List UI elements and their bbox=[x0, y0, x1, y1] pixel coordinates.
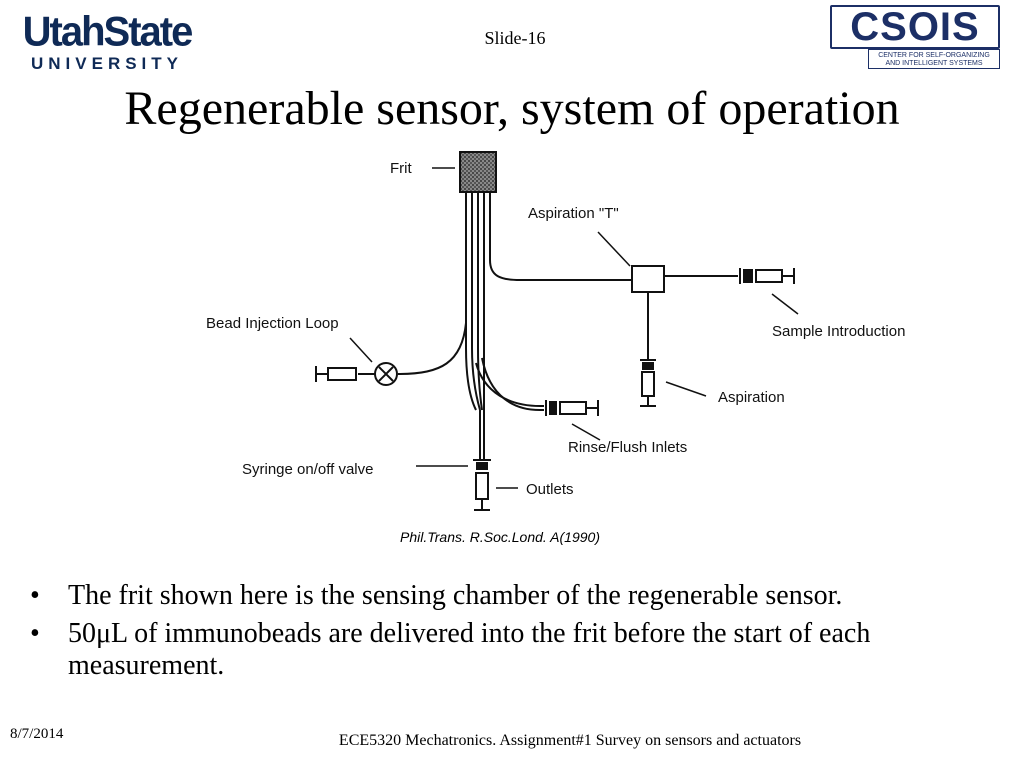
tube-to-aspiration-t bbox=[489, 192, 632, 281]
label-sample-introduction: Sample Introduction bbox=[772, 323, 905, 340]
csois-subtitle-line1: CENTER FOR SELF-ORGANIZING bbox=[878, 52, 990, 59]
label-syringe-valve: Syringe on/off valve bbox=[242, 461, 373, 478]
sample-introduction-syringe bbox=[739, 268, 795, 284]
regenerable-sensor-diagram: Frit Aspiration "T" Bead Injection Loop … bbox=[206, 151, 905, 511]
aspiration-syringe bbox=[640, 359, 656, 407]
footer-date: 8/7/2014 bbox=[10, 726, 64, 742]
bullet-text: 50μL of immunobeads are delivered into t… bbox=[68, 618, 871, 681]
diagram-citation: Phil.Trans. R.Soc.Lond. A(1990) bbox=[400, 529, 600, 545]
bullet-item: • 50μL of immunobeads are delivered into… bbox=[30, 618, 1000, 682]
csois-wordmark: CSOIS bbox=[830, 5, 1000, 49]
outlet-syringe bbox=[473, 459, 491, 511]
label-aspiration-t: Aspiration "T" bbox=[528, 205, 619, 222]
frit-block bbox=[459, 151, 497, 193]
bullet-item: • The frit shown here is the sensing cha… bbox=[30, 580, 1000, 612]
slide-title: Regenerable sensor, system of operation bbox=[124, 82, 900, 135]
bead-loop-tube bbox=[398, 322, 467, 375]
label-outlets: Outlets bbox=[526, 481, 574, 498]
rinse-flush-syringe bbox=[545, 400, 599, 416]
tube-bundle bbox=[465, 192, 477, 411]
rinse-tubes bbox=[475, 362, 544, 407]
bullet-list: • The frit shown here is the sensing cha… bbox=[30, 580, 1000, 688]
bullet-marker: • bbox=[30, 618, 40, 649]
footer-course: ECE5320 Mechatronics. Assignment#1 Surve… bbox=[338, 732, 802, 749]
university-wordmark: UNIVERSITY bbox=[30, 54, 184, 73]
csois-subtitle-line2: AND INTELLIGENT SYSTEMS bbox=[885, 60, 983, 67]
utah-state-wordmark: UtahState bbox=[22, 8, 194, 56]
slide-number: Slide-16 bbox=[484, 28, 546, 48]
label-bead-injection-loop: Bead Injection Loop bbox=[206, 315, 339, 332]
label-rinse-flush-inlets: Rinse/Flush Inlets bbox=[568, 439, 687, 456]
bead-injection-valve bbox=[315, 362, 398, 386]
label-aspiration: Aspiration bbox=[718, 389, 785, 406]
bullet-text: The frit shown here is the sensing chamb… bbox=[68, 580, 843, 611]
aspiration-t-box bbox=[631, 265, 665, 293]
csois-subtitle: CENTER FOR SELF-ORGANIZING AND INTELLIGE… bbox=[868, 49, 1000, 69]
csois-logo: CSOIS CENTER FOR SELF-ORGANIZING AND INT… bbox=[830, 5, 1000, 69]
bullet-marker: • bbox=[30, 580, 40, 611]
label-frit: Frit bbox=[390, 160, 412, 177]
utah-state-logo: UtahState UNIVERSITY bbox=[14, 8, 200, 74]
